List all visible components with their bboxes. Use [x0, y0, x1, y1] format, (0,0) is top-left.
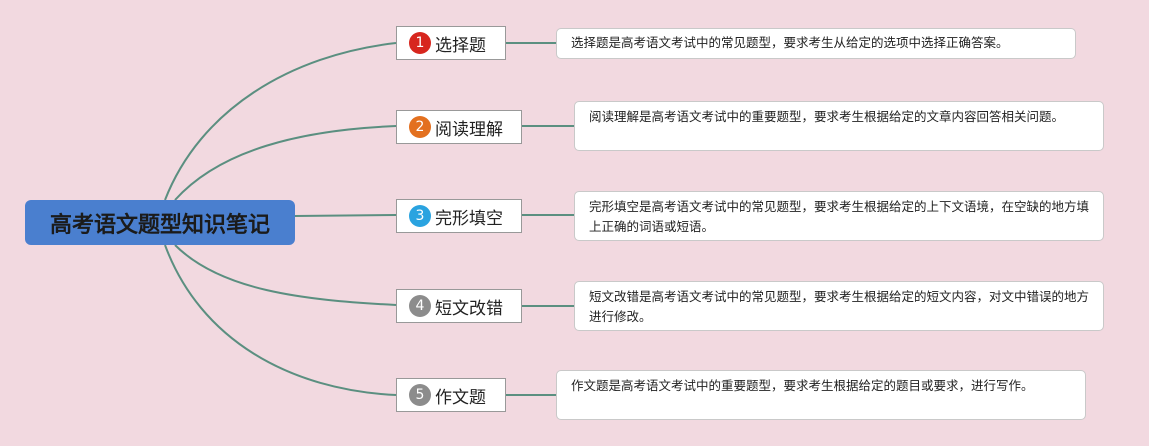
root-topic[interactable]: 高考语文题型知识笔记 — [25, 200, 295, 245]
number-5-icon: 5 — [409, 384, 431, 406]
note-2-text: 阅读理解是高考语文考试中的重要题型，要求考生根据给定的文章内容回答相关问题。 — [589, 109, 1065, 124]
note-4-text: 短文改错是高考语文考试中的常见题型，要求考生根据给定的短文内容，对文中错误的地方… — [589, 289, 1090, 324]
note-4[interactable]: 短文改错是高考语文考试中的常见题型，要求考生根据给定的短文内容，对文中错误的地方… — [574, 281, 1104, 331]
topic-3[interactable]: 3 完形填空 — [396, 199, 522, 233]
note-3[interactable]: 完形填空是高考语文考试中的常见题型，要求考生根据给定的上下文语境，在空缺的地方填… — [574, 191, 1104, 241]
topic-2[interactable]: 2 阅读理解 — [396, 110, 522, 144]
topic-5-label: 作文题 — [435, 387, 486, 408]
number-3-icon: 3 — [409, 205, 431, 227]
topic-1-label: 选择题 — [435, 35, 486, 56]
topic-3-label: 完形填空 — [435, 208, 503, 229]
connector-root-topic-5 — [164, 244, 397, 396]
connector-root-topic-4 — [174, 244, 397, 306]
topic-1[interactable]: 1 选择题 — [396, 26, 506, 60]
note-3-text: 完形填空是高考语文考试中的常见题型，要求考生根据给定的上下文语境，在空缺的地方填… — [589, 199, 1090, 234]
topic-4-label: 短文改错 — [435, 298, 503, 319]
note-2[interactable]: 阅读理解是高考语文考试中的重要题型，要求考生根据给定的文章内容回答相关问题。 — [574, 101, 1104, 151]
connector-root-topic-1 — [164, 42, 397, 201]
topic-5[interactable]: 5 作文题 — [396, 378, 506, 412]
note-1[interactable]: 选择题是高考语文考试中的常见题型，要求考生从给定的选项中选择正确答案。 — [556, 28, 1076, 59]
number-4-icon: 4 — [409, 295, 431, 317]
connector-root-topic-2 — [174, 125, 397, 201]
connector-root-topic-3 — [294, 214, 397, 217]
number-2-icon: 2 — [409, 116, 431, 138]
note-1-text: 选择题是高考语文考试中的常见题型，要求考生从给定的选项中选择正确答案。 — [571, 35, 1009, 50]
note-5-text: 作文题是高考语文考试中的重要题型，要求考生根据给定的题目或要求，进行写作。 — [571, 378, 1034, 393]
note-5[interactable]: 作文题是高考语文考试中的重要题型，要求考生根据给定的题目或要求，进行写作。 — [556, 370, 1086, 420]
root-topic-label: 高考语文题型知识笔记 — [49, 212, 270, 238]
number-1-icon: 1 — [409, 32, 431, 54]
topic-2-label: 阅读理解 — [435, 119, 503, 140]
topic-4[interactable]: 4 短文改错 — [396, 289, 522, 323]
